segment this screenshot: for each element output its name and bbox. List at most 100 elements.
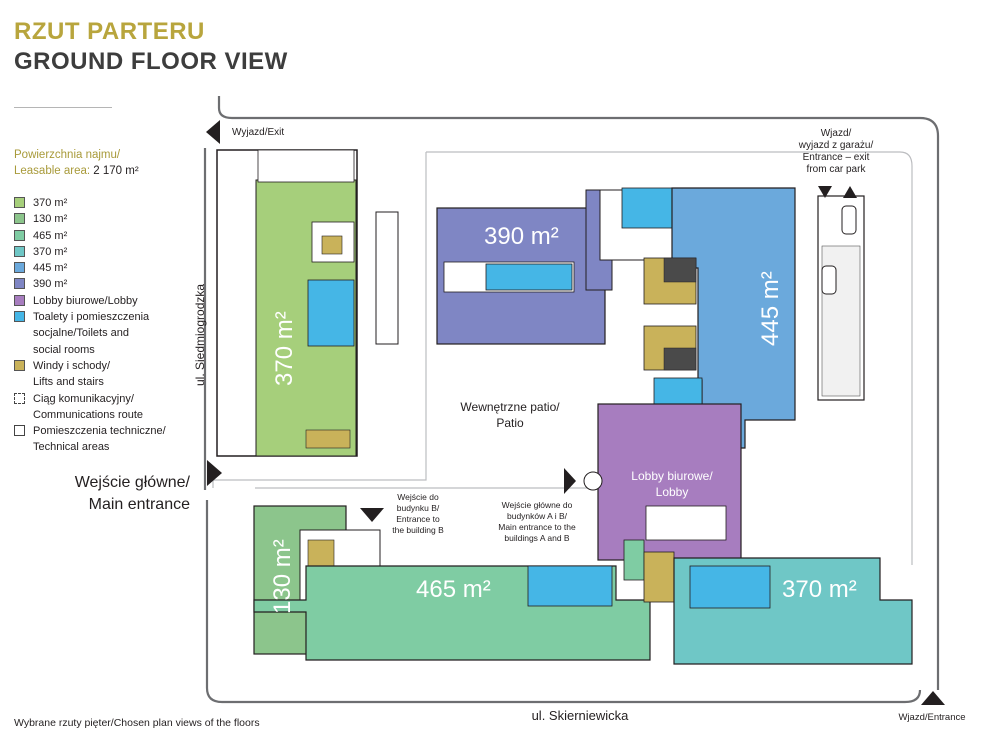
car-icon-exiting	[821, 265, 837, 295]
entrance-b-line-4: the building B	[392, 525, 444, 535]
patio-label-line-1: Wewnętrzne patio/	[460, 400, 560, 414]
garage-label: Wjazd/ wyjazd z garażu/ Entrance – exit …	[798, 128, 874, 175]
core-lift-shaft-upper	[663, 257, 697, 283]
legend-swatch	[14, 311, 25, 323]
title-pl: RZUT PARTERU	[14, 18, 205, 45]
patio-label-line-2: Patio	[496, 416, 524, 430]
site-boundary	[203, 96, 940, 704]
legend-label-line: social rooms	[33, 343, 95, 356]
legend-label-line: 445 m²	[33, 262, 68, 275]
street-left-label: ul. Siedmiogrodzka	[193, 284, 207, 386]
garage-label-line-2: wyjazd z garażu/	[798, 140, 874, 151]
garage-label-line-1: Wjazd/	[821, 128, 852, 139]
leasable-line-en: Leasable area: 2 170 m²	[14, 163, 139, 179]
legend-label-line: Toalety i pomieszczenia	[33, 311, 150, 324]
legend-label-line: 370 m²	[33, 197, 68, 209]
legend-item: 465 m²	[14, 228, 204, 244]
legend-item: Ciąg komunikacyjny/Communications route	[14, 391, 204, 424]
street-bottom-label: ul. Skierniewicka	[532, 708, 630, 723]
legend-swatch	[14, 294, 25, 306]
legend-swatch	[14, 278, 25, 290]
legend-label-line: Lifts and stairs	[33, 376, 104, 389]
legend-label-line: Windy i schody/	[33, 359, 111, 372]
legend-label-line: Lobby biurowe/Lobby	[33, 294, 138, 307]
legend-item: Windy i schody/Lifts and stairs	[14, 358, 204, 391]
legend-label-line: 390 m²	[33, 278, 68, 291]
entrance-b-label: Wejście do budynku B/ Entrance to the bu…	[392, 492, 444, 535]
legend-label-line: Communications route	[33, 408, 144, 421]
entrance-ab-line-4: buildings A and B	[504, 533, 570, 543]
footer-note: Wybrane rzuty pięter/Chosen plan views o…	[14, 717, 260, 729]
garage-entry-arrow-icon	[818, 186, 832, 198]
legend-item: 370 m²	[14, 244, 204, 260]
legend-item: Pomieszczenia techniczne/Technical areas	[14, 423, 204, 456]
legend-label-line: Pomieszczenia techniczne/	[33, 425, 166, 438]
legend-swatch	[14, 262, 25, 274]
legend-swatch	[14, 197, 25, 208]
revolving-door-icon	[583, 471, 603, 491]
legend-label: 390 m²	[33, 276, 67, 292]
lobby-label-line-2: Lobby	[656, 485, 689, 499]
garage-label-line-4: from car park	[807, 164, 867, 175]
lobby-stairs	[645, 505, 727, 541]
main-entrance-en: Main entrance	[88, 496, 190, 513]
exit-arrow-icon	[206, 120, 220, 144]
area-465-toilets	[527, 565, 613, 607]
patio-label: Wewnętrzne patio/ Patio	[460, 400, 560, 430]
main-entrance-label: Wejście główne/ Main entrance	[60, 472, 190, 516]
leasable-value: 2 170 m²	[93, 165, 139, 177]
legend-label-line: Technical areas	[33, 441, 110, 454]
entrance-b-arrow-icon	[360, 508, 384, 522]
exit-label: Wyjazd/Exit	[232, 127, 284, 138]
legend-label: 370 m²	[33, 244, 67, 260]
entrance-br-label: Wjazd/Entrance	[898, 712, 965, 723]
legend-swatch	[14, 213, 25, 225]
area-390-toilets	[485, 263, 573, 291]
legend-item: 130 m²	[14, 211, 204, 227]
legend-label-line: 130 m²	[33, 213, 68, 226]
legend-item: 445 m²	[14, 260, 204, 276]
entrance-b-line-1: Wejście do	[397, 492, 439, 502]
legend-swatch	[14, 229, 25, 241]
area-370-green-label: 370 m²	[271, 311, 298, 386]
area-390-label: 390 m²	[484, 223, 559, 250]
building-b-stairs	[307, 539, 335, 567]
entrance-ab-line-2: budynków A i B/	[507, 511, 568, 521]
car-icon-entering	[841, 205, 857, 235]
garage-exit-arrow-icon	[843, 186, 857, 198]
legend-label: 445 m²	[33, 260, 67, 276]
core-lift-shaft-lower	[663, 347, 697, 371]
garage-label-line-3: Entrance – exit	[803, 152, 870, 163]
legend-label: Ciąg komunikacyjny/Communications route	[33, 391, 143, 424]
legend-swatch	[14, 245, 25, 257]
area-445-label: 445 m²	[757, 271, 784, 346]
entrance-b-line-3: Entrance to	[396, 514, 440, 524]
core-north-toilets	[621, 187, 673, 229]
bottom-core-stairs	[643, 551, 675, 603]
title-en: GROUND FLOOR VIEW	[14, 48, 288, 75]
entrance-bottom-right-arrow-icon	[921, 691, 945, 705]
legend-label: 130 m²	[33, 211, 67, 227]
entrance-ab-line-1: Wejście główne do	[502, 500, 573, 510]
building-a-top-rooms	[257, 149, 355, 183]
legend-swatch	[14, 392, 25, 404]
building-a-toilets	[307, 279, 355, 347]
building-a-stairs-top	[321, 235, 343, 255]
main-entrance-pl: Wejście główne/	[74, 474, 190, 491]
lobby-label: Lobby biurowe/ Lobby	[631, 469, 713, 499]
legend-label: 370 m²	[33, 195, 67, 211]
entrance-ab-line-3: Main entrance to the	[498, 522, 576, 532]
legend-label: Windy i schody/Lifts and stairs	[33, 358, 110, 391]
leasable-label-pl: Powierzchnia najmu/	[14, 149, 121, 161]
inner-boundary	[212, 151, 913, 565]
area-465-connector	[623, 539, 645, 581]
entrance-ab-label: Wejście główne do budynków A i B/ Main e…	[498, 500, 576, 543]
legend-swatch	[14, 359, 25, 371]
legend-item: 390 m²	[14, 276, 204, 292]
area-130-label: 130 m²	[269, 539, 296, 614]
legend-item: 370 m²	[14, 195, 204, 211]
entrance-b-line-2: budynku B/	[397, 503, 440, 513]
